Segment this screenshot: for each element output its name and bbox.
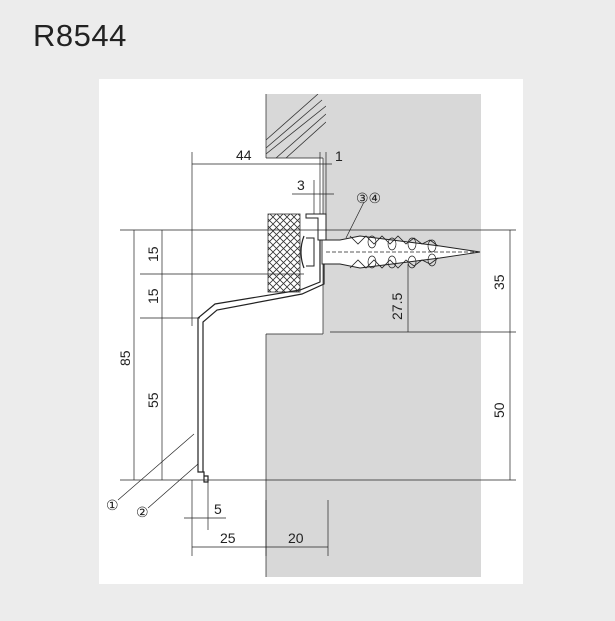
dim-15-lower: 15 (145, 288, 161, 304)
callout-1: ① (106, 497, 119, 513)
dim-50: 50 (491, 402, 507, 418)
dim-44: 44 (236, 147, 252, 163)
backing-block (267, 213, 301, 293)
dim-5: 5 (214, 501, 222, 517)
wall-section (265, 94, 481, 577)
callout-3-4: ③④ (356, 190, 381, 206)
dim-35: 35 (491, 274, 507, 290)
dim-55: 55 (145, 392, 161, 408)
dim-15-upper: 15 (145, 246, 161, 262)
upper-hatch (266, 94, 326, 158)
drawing-title: R8544 (33, 18, 127, 53)
dim-20: 20 (288, 530, 304, 546)
dim-3: 3 (297, 177, 305, 193)
screw-anchor (321, 235, 481, 269)
dim-27-5: 27.5 (389, 293, 405, 320)
dimension-lines (117, 152, 516, 556)
dim-1: 1 (335, 148, 343, 164)
dim-25: 25 (220, 530, 236, 546)
callout-2: ② (136, 504, 149, 520)
dim-85: 85 (117, 350, 133, 366)
